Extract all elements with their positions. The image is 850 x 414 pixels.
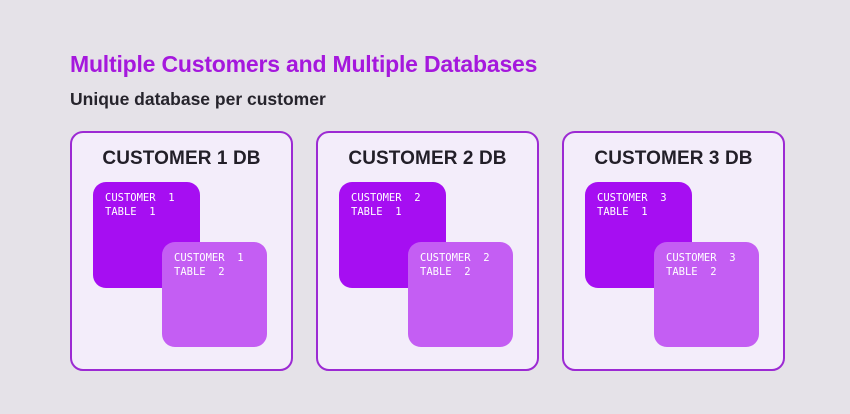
db-cards-row: CUSTOMER 1 DB CUSTOMER 1 TABLE 1 CUSTOME… bbox=[70, 131, 785, 371]
db-card-title: CUSTOMER 1 DB bbox=[102, 148, 261, 169]
diagram-subtitle: Unique database per customer bbox=[70, 89, 326, 109]
customer-1-table-1-box: CUSTOMER 1 TABLE 1 bbox=[93, 182, 200, 288]
customer-2-table-2-box: CUSTOMER 2 TABLE 2 bbox=[408, 242, 513, 347]
db-card-title: CUSTOMER 2 DB bbox=[348, 148, 507, 169]
customer-3-db-card: CUSTOMER 3 DB CUSTOMER 3 TABLE 1 CUSTOME… bbox=[562, 131, 785, 371]
db-card-title: CUSTOMER 3 DB bbox=[594, 148, 753, 169]
diagram-title: Multiple Customers and Multiple Database… bbox=[70, 51, 538, 77]
customer-3-table-2-box: CUSTOMER 3 TABLE 2 bbox=[654, 242, 759, 347]
customer-1-table-2-box: CUSTOMER 1 TABLE 2 bbox=[162, 242, 267, 347]
customer-2-db-card: CUSTOMER 2 DB CUSTOMER 2 TABLE 1 CUSTOME… bbox=[316, 131, 539, 371]
customer-1-db-card: CUSTOMER 1 DB CUSTOMER 1 TABLE 1 CUSTOME… bbox=[70, 131, 293, 371]
